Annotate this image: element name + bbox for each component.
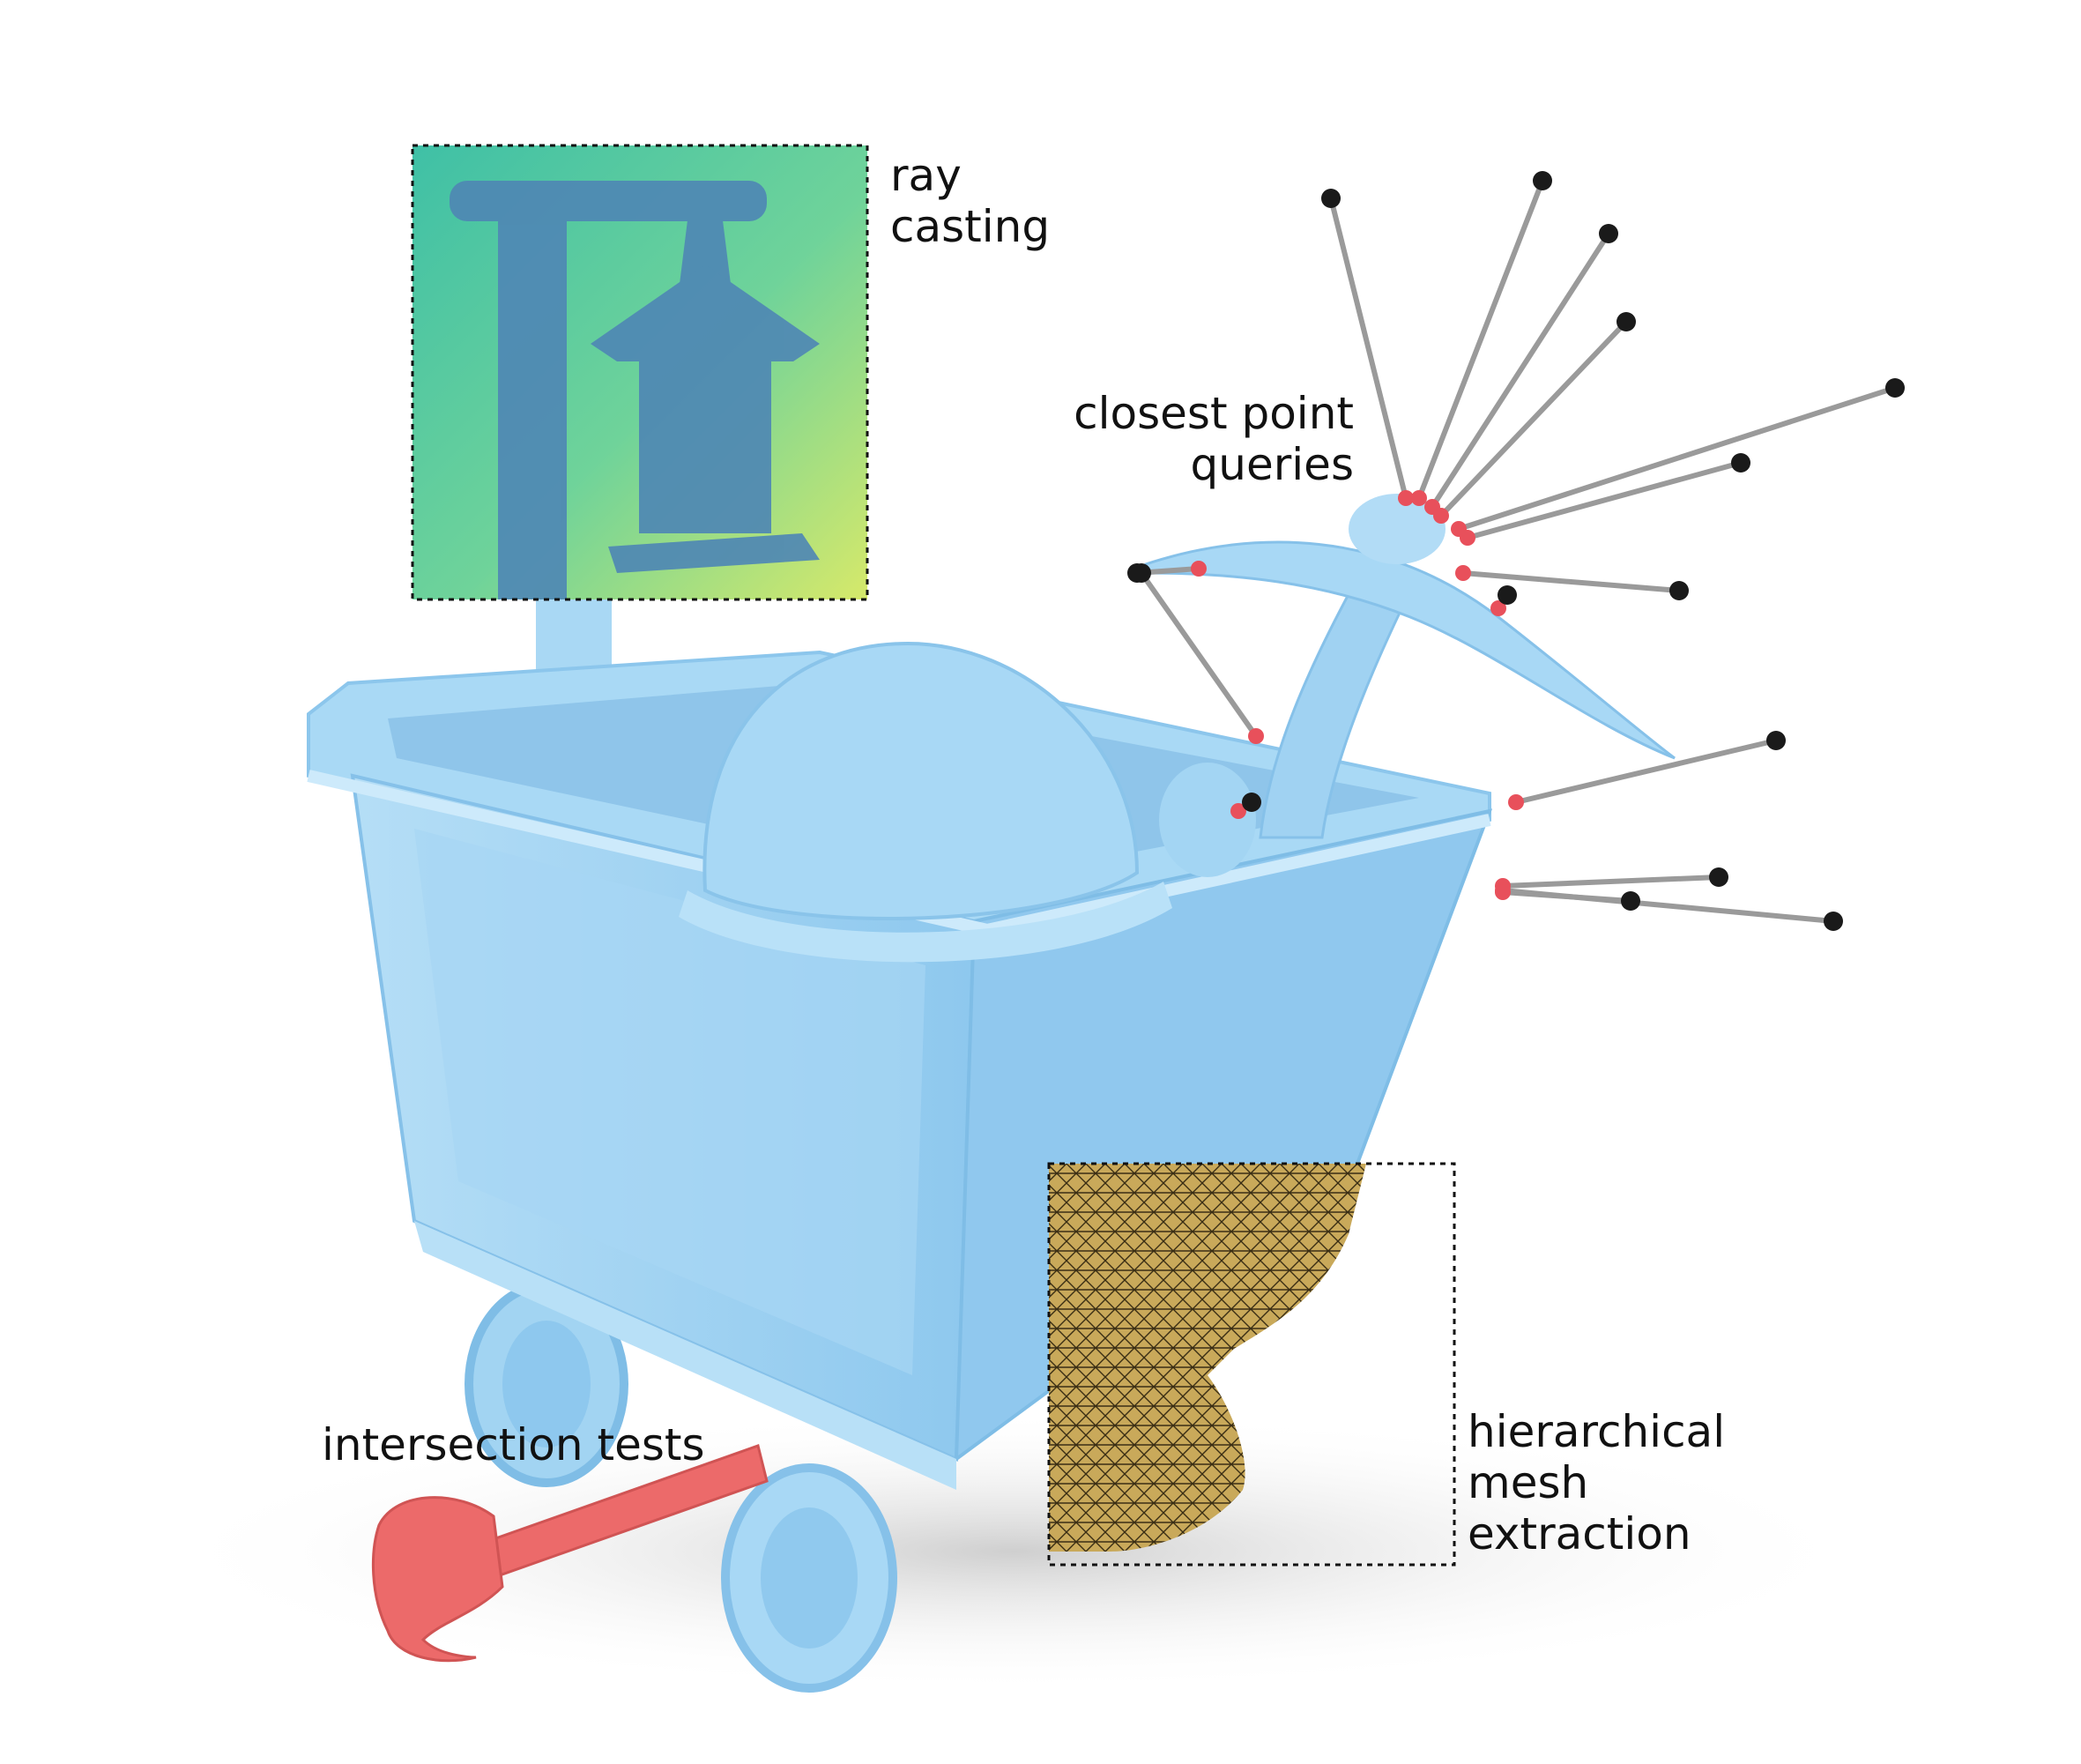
ray-casting-inset [411, 144, 869, 601]
probe-line [1502, 875, 1720, 889]
label-closest-point-line2: queries [1190, 439, 1354, 490]
label-ray-casting-line1: ray [890, 150, 962, 201]
probe-query-point [1885, 378, 1905, 398]
label-ray-casting: ray casting [890, 150, 1050, 252]
probe-hit-point [1455, 565, 1471, 581]
probe-hit-point [1433, 508, 1449, 524]
label-closest-point: closest point queries [1074, 388, 1354, 490]
label-mesh-extraction: hierarchical mesh extraction [1468, 1406, 1725, 1559]
probe-query-point [1731, 453, 1750, 473]
probe-line [1438, 319, 1629, 518]
probe-line [1515, 738, 1777, 805]
ground-shadow [150, 1410, 1877, 1693]
probe-line [1139, 571, 1259, 738]
probe-line [1416, 179, 1545, 500]
helmet [679, 641, 1256, 963]
probe-line [1502, 889, 1631, 904]
probe-hit-point [1230, 803, 1246, 819]
mesh-extraction-inset [1047, 1162, 1456, 1567]
probe-query-point [1533, 171, 1552, 190]
probe-hit-point [1508, 794, 1524, 810]
probe-query-point [1621, 891, 1640, 911]
label-mesh-extraction-line1: hierarchical [1468, 1406, 1726, 1457]
probe-query-point [1616, 312, 1636, 331]
probe-query-point [1321, 189, 1341, 208]
probe-query-point [1669, 581, 1689, 600]
probe-hit-point [1490, 600, 1506, 616]
closest-point-probes [1127, 171, 1905, 931]
label-mesh-extraction-line3: extraction [1468, 1508, 1691, 1559]
probe-hit-point [1398, 490, 1414, 506]
probe-query-point [1766, 731, 1786, 750]
probe-query-point [1132, 563, 1151, 583]
probe-query-point [1709, 867, 1728, 887]
probe-query-point [1824, 912, 1843, 931]
probe-hit-point [1248, 728, 1264, 744]
probe-line [1458, 385, 1896, 532]
probe-hit-point [1411, 490, 1427, 506]
probe-line [1462, 570, 1680, 593]
probe-query-point [1498, 585, 1517, 605]
probe-line [1467, 460, 1742, 540]
label-intersection-line1: intersection tests [322, 1419, 705, 1470]
label-intersection: intersection tests [322, 1419, 705, 1470]
probe-query-point [1242, 793, 1261, 812]
front-wheels [721, 1463, 897, 1693]
probe-query-point [1599, 224, 1618, 243]
label-mesh-extraction-line2: mesh [1468, 1457, 1589, 1508]
hammer [371, 1444, 769, 1663]
probe-line [1328, 197, 1408, 499]
probe-line [1430, 232, 1611, 509]
probe-hit-point [1191, 561, 1207, 577]
probe-hit-point [1460, 530, 1475, 546]
label-closest-point-line1: closest point [1074, 388, 1354, 439]
label-ray-casting-line2: casting [890, 201, 1051, 252]
probe-hit-point [1495, 884, 1511, 900]
